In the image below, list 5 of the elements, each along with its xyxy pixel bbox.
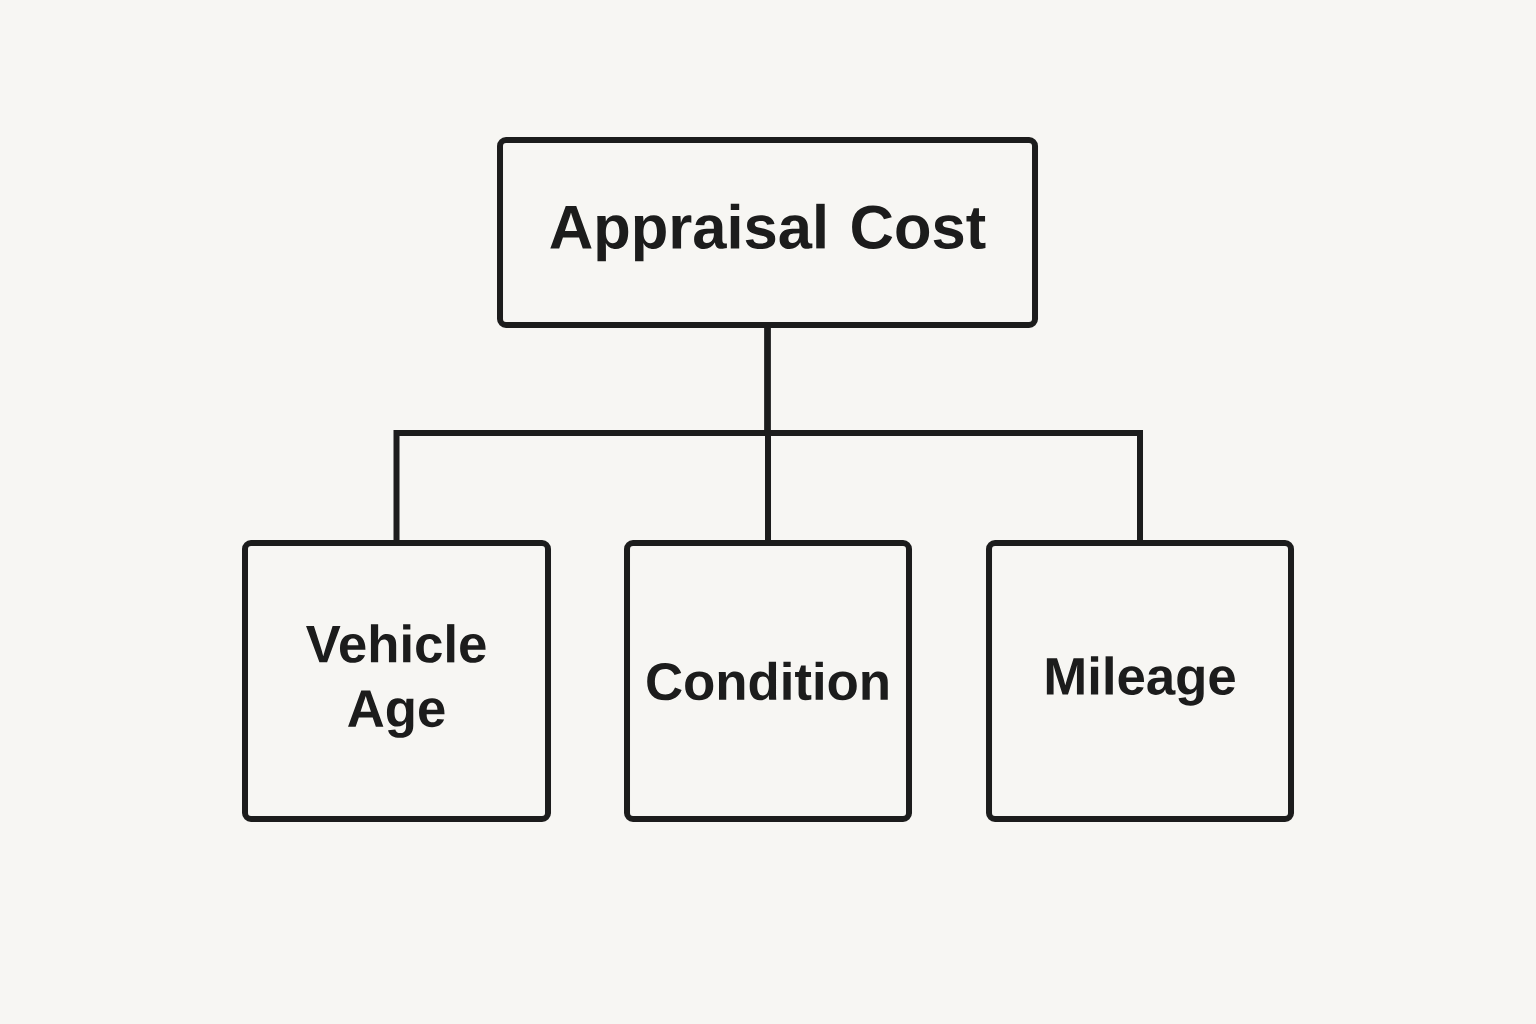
child-box: Vehicle Age — [242, 540, 551, 822]
child-box: Mileage — [986, 540, 1294, 822]
root-box: Appraisal Cost — [497, 137, 1038, 328]
child-box: Condition — [624, 540, 912, 822]
connector-line — [764, 328, 1143, 540]
